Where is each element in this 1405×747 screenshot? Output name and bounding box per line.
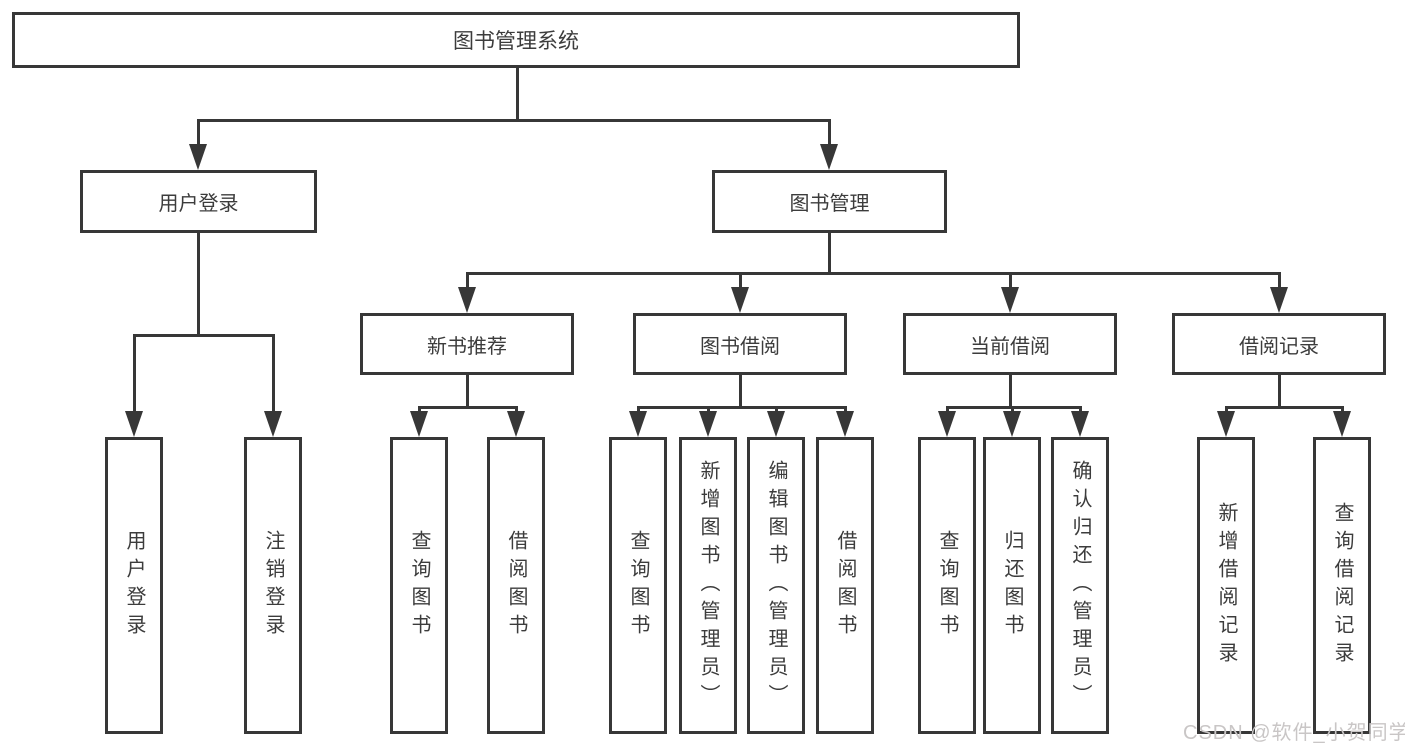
leaf-label: 新增图书（管理员）: [697, 459, 719, 712]
connector-line: [1079, 406, 1082, 413]
csdn-watermark: CSDN @软件_小贺同学: [1183, 722, 1405, 744]
connector-line: [775, 406, 778, 413]
node-leaf-query-borrow-record: 查询借阅记录: [1313, 437, 1371, 734]
arrowhead-icon: [1001, 287, 1019, 313]
connector-line: [272, 334, 275, 412]
arrowhead-icon: [125, 411, 143, 437]
connector-line: [1278, 375, 1281, 408]
leaf-label: 查询图书: [936, 529, 958, 642]
node-leaf-confirm-return-admin: 确认归还（管理员）: [1051, 437, 1109, 734]
connector-line: [828, 233, 831, 274]
node-current-borrowing: 当前借阅: [903, 313, 1117, 375]
node-leaf-edit-books-admin: 编辑图书（管理员）: [747, 437, 805, 734]
node-leaf-query-books-borrowing: 查询图书: [609, 437, 667, 734]
leaf-label: 新增借阅记录: [1215, 501, 1237, 670]
arrowhead-icon: [410, 411, 428, 437]
connector-line: [637, 406, 640, 413]
connector-line: [637, 406, 846, 409]
connector-line: [197, 119, 200, 147]
arrowhead-icon: [458, 287, 476, 313]
arrowhead-icon: [189, 144, 207, 170]
connector-line: [1341, 406, 1344, 413]
leaf-label: 用户登录: [123, 529, 145, 642]
node-new-book-recommendation: 新书推荐: [360, 313, 574, 375]
leaf-label: 确认归还（管理员）: [1069, 459, 1091, 712]
leaf-label: 借阅图书: [505, 529, 527, 642]
connector-line: [197, 233, 200, 336]
leaf-label: 借阅图书: [834, 529, 856, 642]
node-leaf-logout: 注销登录: [244, 437, 302, 734]
connector-line: [707, 406, 710, 413]
node-leaf-user-login: 用户登录: [105, 437, 163, 734]
connector-line: [418, 406, 517, 409]
node-leaf-query-books-recommend: 查询图书: [390, 437, 448, 734]
connector-line: [418, 406, 421, 413]
arrowhead-icon: [767, 411, 785, 437]
connector-line: [515, 406, 518, 413]
connector-line: [133, 334, 136, 412]
arrowhead-icon: [836, 411, 854, 437]
arrowhead-icon: [1270, 287, 1288, 313]
arrowhead-icon: [699, 411, 717, 437]
arrowhead-icon: [938, 411, 956, 437]
connector-line: [1009, 375, 1012, 408]
connector-line: [1009, 272, 1012, 289]
arrowhead-icon: [731, 287, 749, 313]
arrowhead-icon: [507, 411, 525, 437]
leaf-label: 归还图书: [1001, 529, 1023, 642]
arrowhead-icon: [820, 144, 838, 170]
leaf-label: 编辑图书（管理员）: [765, 459, 787, 712]
connector-line: [516, 68, 519, 120]
connector-line: [1278, 272, 1281, 289]
leaf-label: 查询图书: [408, 529, 430, 642]
connector-line: [844, 406, 847, 413]
arrowhead-icon: [1217, 411, 1235, 437]
connector-line: [466, 375, 469, 408]
arrowhead-icon: [1003, 411, 1021, 437]
connector-line: [133, 334, 275, 337]
arrowhead-icon: [1071, 411, 1089, 437]
node-leaf-add-borrow-record: 新增借阅记录: [1197, 437, 1255, 734]
node-leaf-add-books-admin: 新增图书（管理员）: [679, 437, 737, 734]
node-leaf-query-books-current: 查询图书: [918, 437, 976, 734]
connector-line: [946, 406, 949, 413]
connector-line: [197, 119, 830, 122]
connector-line: [1225, 406, 1343, 409]
node-leaf-borrow-books: 借阅图书: [816, 437, 874, 734]
node-book-borrowing: 图书借阅: [633, 313, 847, 375]
connector-line: [739, 375, 742, 408]
node-borrowing-records: 借阅记录: [1172, 313, 1386, 375]
node-library-management-system: 图书管理系统: [12, 12, 1020, 68]
connector-line: [466, 272, 469, 289]
connector-line: [1225, 406, 1228, 413]
connector-line: [466, 272, 1280, 275]
arrowhead-icon: [629, 411, 647, 437]
node-leaf-borrow-books-recommend: 借阅图书: [487, 437, 545, 734]
connector-line: [828, 119, 831, 147]
node-leaf-return-books: 归还图书: [983, 437, 1041, 734]
arrowhead-icon: [1333, 411, 1351, 437]
node-book-management-branch: 图书管理: [712, 170, 947, 233]
leaf-label: 查询图书: [627, 529, 649, 642]
leaf-label: 查询借阅记录: [1331, 501, 1353, 670]
arrowhead-icon: [264, 411, 282, 437]
leaf-label: 注销登录: [262, 529, 284, 642]
connector-line: [739, 272, 742, 289]
node-user-login-branch: 用户登录: [80, 170, 317, 233]
connector-line: [1011, 406, 1014, 413]
